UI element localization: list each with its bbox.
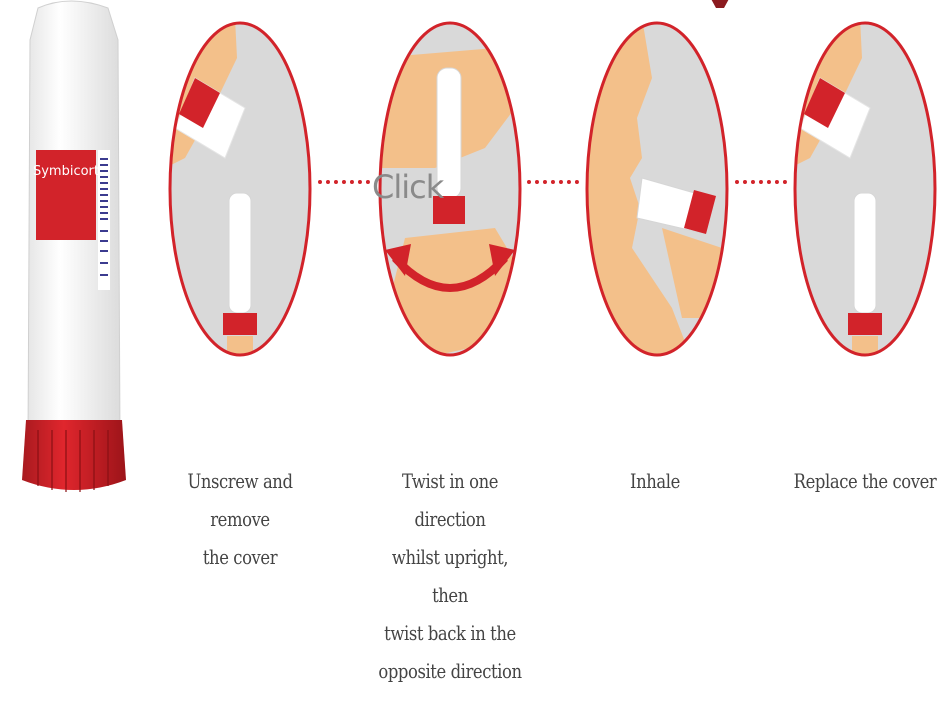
step-3-label: Inhale [577, 462, 733, 500]
step-4-label: Replace the cover [787, 462, 943, 500]
title-fragment [700, 0, 740, 8]
step-3-label-line: Inhale [577, 462, 733, 500]
step-2-label-line: twist back in the [372, 614, 528, 652]
click-annotation: Click [372, 168, 443, 206]
step-2-label: Twist in one direction whilst upright, t… [372, 462, 528, 690]
step-4-illustration [790, 18, 940, 360]
step-4-label-line: Replace the cover [787, 462, 943, 500]
inhaler-brand-text: Symbicort [33, 164, 99, 179]
connector-step-2-3 [527, 180, 579, 188]
step-1-label: Unscrew and remove the cover [162, 462, 318, 576]
connector-step-1-2 [318, 180, 370, 188]
step-2-label-line: whilst upright, then [372, 538, 528, 614]
step-1-label-line: the cover [162, 538, 318, 576]
step-1-label-line: Unscrew and remove [162, 462, 318, 538]
step-2-label-line: opposite direction [372, 652, 528, 690]
step-3-illustration [582, 18, 732, 360]
inhaler-device: Symbicort [8, 0, 138, 500]
step-2-label-line: Twist in one direction [372, 462, 528, 538]
step-1-illustration [165, 18, 315, 360]
connector-step-3-4 [735, 180, 787, 188]
